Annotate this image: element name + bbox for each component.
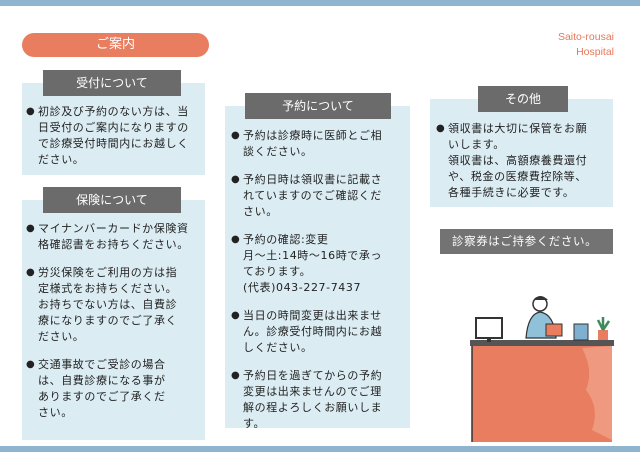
list-item: ● 領収書は大切に保管をお願 いします。 領収書は、高額療養費還付 や、税金の医… <box>436 121 587 201</box>
item-text-line: 格確認書をお持ちください。 <box>38 238 189 251</box>
page-title: ご案内 <box>22 33 209 57</box>
list-item: ● 予約は診療時に医師とご相 談ください。 <box>231 128 382 160</box>
item-text-line: 領収書は大切に保管をお願 <box>448 122 588 135</box>
insurance-card <box>22 200 205 440</box>
plant-icon <box>596 317 611 340</box>
receptionist-figure <box>525 296 563 339</box>
item-text-line: 労災保険をご利用の方は指 <box>38 266 178 279</box>
item-text-line: ありますのでご了承くだ <box>38 390 166 403</box>
item-text-line: いします。 <box>448 138 505 151</box>
list-item: ● 初診及び予約のない方は、当 日受付のご案内になりますの で診療受付時間内にお… <box>26 104 189 168</box>
bullet-icon: ● <box>26 359 36 370</box>
item-text-line: ださい。 <box>38 153 85 166</box>
list-item: ● 予約日時は領収書に記載さ れていますのでご確認くだ さい。 <box>231 172 382 220</box>
bullet-icon: ● <box>231 310 241 321</box>
item-text-line: す。 <box>243 417 266 430</box>
item-text-line: ております。 <box>243 265 312 278</box>
item-text-line: 領収書は、高額療養費還付 <box>448 154 588 167</box>
hospital-name-line-1: Saito-rousai <box>557 31 614 43</box>
item-text-line: 談ください。 <box>243 145 313 158</box>
reservation-heading: 予約について <box>245 93 391 119</box>
other-card <box>430 99 613 207</box>
bullet-icon: ● <box>26 106 36 117</box>
hospital-name: Saito-rousai Hospital <box>558 30 614 60</box>
card-reminder-note: 診察券はご持参ください。 <box>440 229 613 254</box>
device-icon <box>573 323 589 341</box>
item-text-line: 各種手続きに必要です。 <box>448 186 575 199</box>
item-text-line: 療になりますのでご了承く <box>38 314 178 327</box>
item-text-line: 予約日時は領収書に記載さ <box>243 173 383 186</box>
item-text-line: れていますのでご確認くだ <box>243 189 382 202</box>
item-text-line: さい。 <box>243 205 278 218</box>
reception-list: ● 初診及び予約のない方は、当 日受付のご案内になりますの で診療受付時間内にお… <box>26 104 189 168</box>
item-text-line: は、自費診療になる事が <box>38 374 166 387</box>
desk-shelf <box>470 340 614 346</box>
item-text-line: (代表)043-227-7437 <box>243 281 362 294</box>
item-text-line: お持ちでない方は、自費診 <box>38 298 178 311</box>
list-item: ● 当日の時間変更は出来ませ ん。診療受付時間内にお越 しください。 <box>231 308 382 356</box>
item-text-line: ださい。 <box>38 330 85 343</box>
reception-card <box>22 83 205 175</box>
item-text-line: 予約の確認:変更 <box>243 233 329 246</box>
item-text-line: や、税金の医療費控除等、 <box>448 170 587 183</box>
item-text-line: 月～土:14時～16時で承っ <box>243 249 383 262</box>
item-text-line: 定様式をお持ちください。 <box>38 282 178 295</box>
monitor-icon <box>475 317 503 342</box>
item-text-line: 変更は出来ませんのでご理 <box>243 385 382 398</box>
bottom-edge-band <box>0 446 640 452</box>
list-item: ● マイナンバーカードか保険資 格確認書をお持ちください。 <box>26 221 189 253</box>
list-item: ● 予約日を過ぎてからの予約 変更は出来ませんのでご理 解の程よろしくお願いしま… <box>231 368 382 432</box>
item-text-line: 予約は診療時に医師とご相 <box>243 129 383 142</box>
other-list: ● 領収書は大切に保管をお願 いします。 領収書は、高額療養費還付 や、税金の医… <box>436 121 587 201</box>
item-text-line: 予約日を過ぎてからの予約 <box>243 369 383 382</box>
item-text-line: 交通事故でご受診の場合 <box>38 358 166 371</box>
hospital-name-line-2: Hospital <box>576 46 614 58</box>
reservation-list: ● 予約は診療時に医師とご相 談ください。 ● 予約日時は領収書に記載さ れてい… <box>231 128 382 432</box>
bullet-icon: ● <box>26 267 36 278</box>
item-text-line: しください。 <box>243 341 313 354</box>
list-item: ● 予約の確認:変更 月～土:14時～16時で承っ ております。 (代表)043… <box>231 232 382 296</box>
reception-counter <box>472 346 612 442</box>
insurance-list: ● マイナンバーカードか保険資 格確認書をお持ちください。 ● 労災保険をご利用… <box>26 221 189 421</box>
list-item: ● 交通事故でご受診の場合 は、自費診療になる事が ありますのでご了承くだ さい… <box>26 357 189 421</box>
bullet-icon: ● <box>231 370 241 381</box>
item-text-line: マイナンバーカードか保険資 <box>38 222 189 235</box>
item-text-line: 解の程よろしくお願いしま <box>243 401 383 414</box>
item-text-line: 初診及び予約のない方は、当 <box>38 105 189 118</box>
reception-heading: 受付について <box>43 70 181 96</box>
item-text-line: さい。 <box>38 406 73 419</box>
reservation-card <box>225 106 410 428</box>
item-text-line: 日受付のご案内になりますの <box>38 121 189 134</box>
item-text-line: で診療受付時間内にお越しく <box>38 137 189 150</box>
reception-desk-illustration <box>470 296 614 442</box>
bullet-icon: ● <box>231 234 241 245</box>
item-text-line: 当日の時間変更は出来ませ <box>243 309 382 322</box>
bullet-icon: ● <box>26 223 36 234</box>
bullet-icon: ● <box>436 123 446 134</box>
other-heading: その他 <box>478 86 568 112</box>
list-item: ● 労災保険をご利用の方は指 定様式をお持ちください。 お持ちでない方は、自費診… <box>26 265 189 345</box>
item-text-line: ん。診療受付時間内にお越 <box>243 325 383 338</box>
bullet-icon: ● <box>231 130 241 141</box>
bullet-icon: ● <box>231 174 241 185</box>
insurance-heading: 保険について <box>43 187 181 213</box>
top-edge-band <box>0 0 640 6</box>
